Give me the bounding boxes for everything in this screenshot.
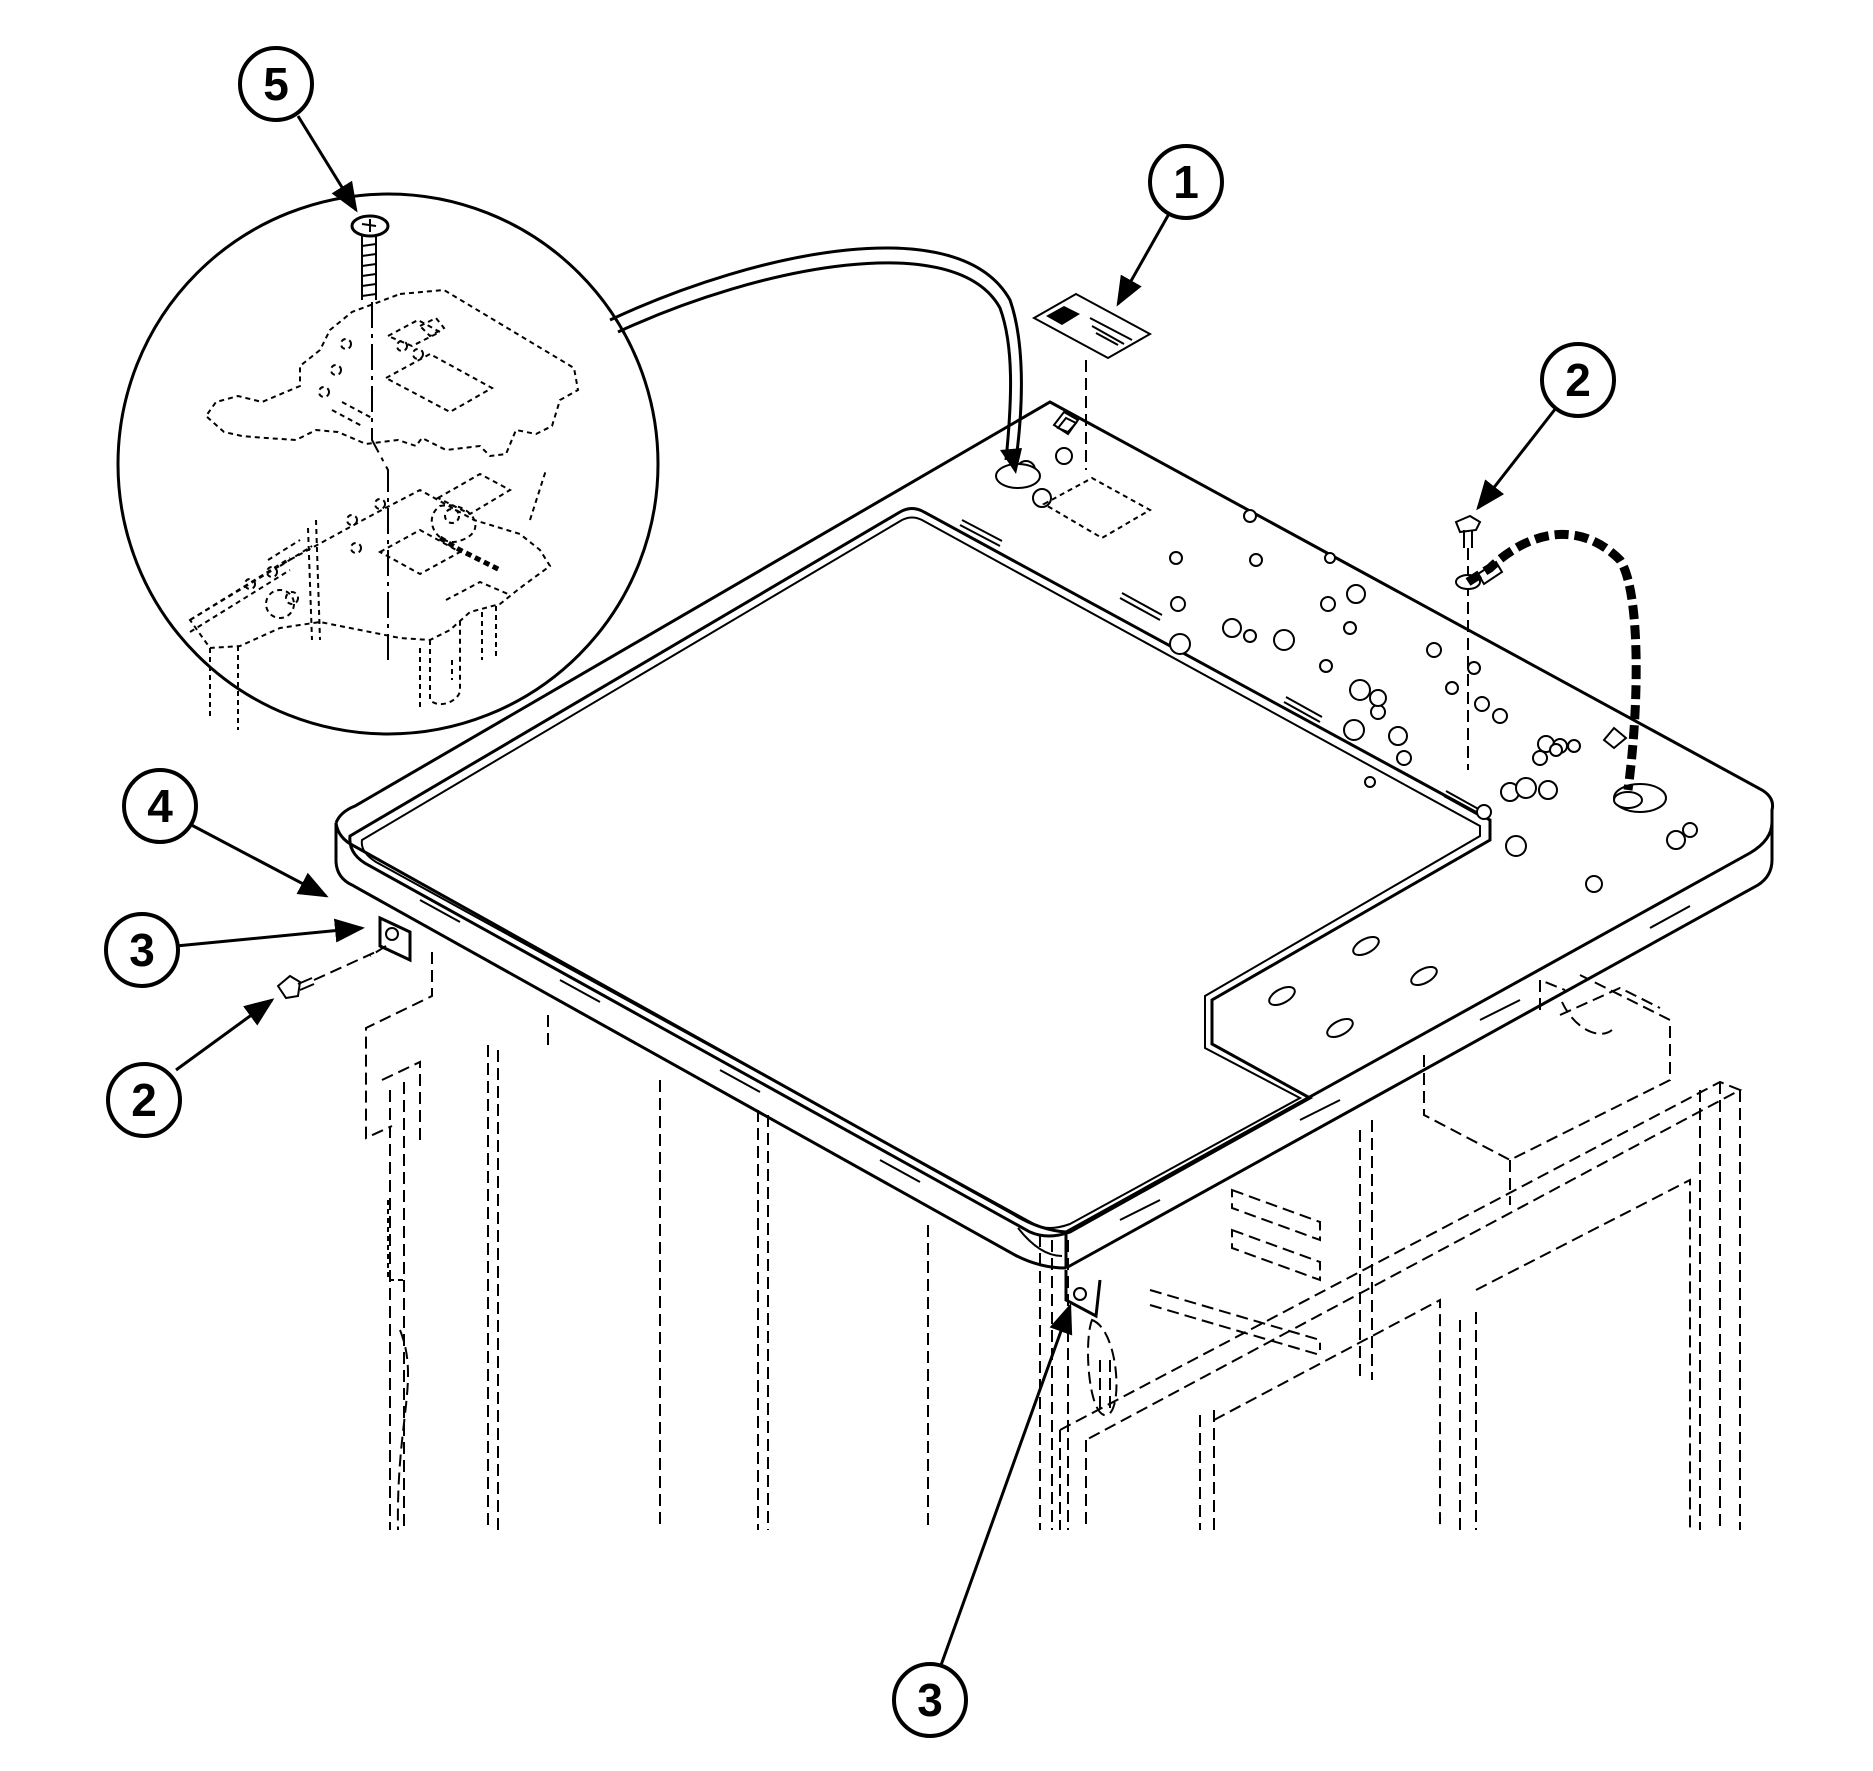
label-location: [1041, 476, 1153, 540]
svg-text:4: 4: [147, 780, 173, 832]
callout-3-left: 3: [104, 912, 180, 988]
callout-5: 5: [238, 46, 314, 122]
callout-2-top: 2: [1540, 342, 1616, 418]
screw-detail: [350, 214, 390, 300]
screw-left: [276, 949, 381, 1000]
hinge-bracket-left: [369, 915, 412, 963]
hinge-bracket-bottom: [1064, 1270, 1102, 1319]
detail-leader: [609, 246, 1023, 474]
hose-hole-rear: [995, 463, 1041, 489]
cabinet-outline: [365, 952, 1743, 1531]
callout-arrows: [175, 115, 1558, 1669]
callout-1: 1: [1148, 144, 1224, 220]
svg-text:3: 3: [917, 1674, 943, 1726]
svg-text:1: 1: [1173, 156, 1199, 208]
ground-wire: [1465, 529, 1641, 791]
svg-text:5: 5: [263, 58, 289, 110]
detail-view: [116, 192, 660, 736]
callout-3-bottom: 3: [892, 1662, 968, 1738]
callout-2-left: 2: [106, 1062, 182, 1138]
svg-text:2: 2: [131, 1074, 157, 1126]
svg-text:3: 3: [129, 924, 155, 976]
warning-label: [1031, 292, 1153, 470]
panel-holes: [1001, 447, 1698, 893]
top-panel: [334, 400, 1774, 1270]
callout-4: 4: [122, 768, 198, 844]
screw-top: [1454, 514, 1482, 770]
svg-text:2: 2: [1565, 354, 1591, 406]
